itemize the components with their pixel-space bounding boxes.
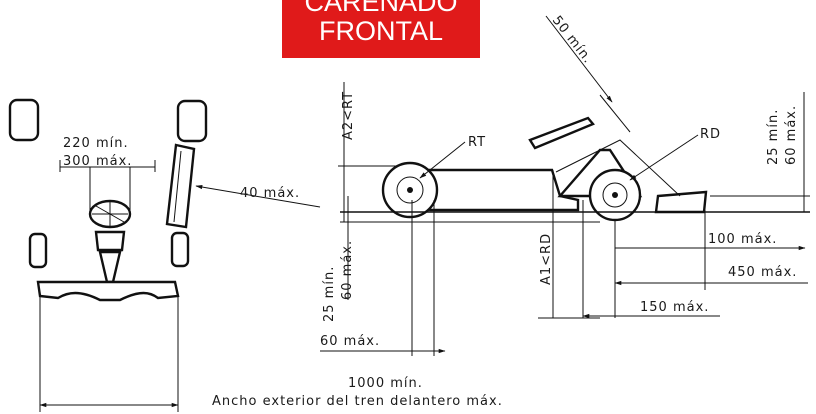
dim-150-max: 150 máx. bbox=[640, 300, 709, 315]
banner-line-1: CARENADO bbox=[304, 0, 458, 17]
front-left-wheel bbox=[28, 232, 48, 269]
dim-60-max: 60 máx. bbox=[320, 334, 380, 349]
rear-left-wheel bbox=[8, 98, 40, 142]
dim-50-min: 50 mín. bbox=[549, 13, 595, 67]
side-pod bbox=[165, 143, 196, 229]
a1-rd-label: A1<RD bbox=[539, 233, 554, 285]
a2-rt-label: A2<RT bbox=[341, 91, 356, 140]
dim-60-max-left: 60 máx. bbox=[340, 240, 355, 300]
dim-100-max: 100 máx. bbox=[708, 232, 777, 247]
steering-column bbox=[94, 230, 126, 252]
dim-25-min-left: 25 mín. bbox=[322, 266, 337, 322]
front-right-wheel bbox=[170, 231, 190, 268]
rd-label: RD bbox=[700, 127, 721, 142]
frontal-fairing-banner: CARENADO FRONTAL bbox=[282, 0, 480, 58]
dim-60-max-right: 60 máx. bbox=[784, 105, 799, 165]
dim-25-min-right: 25 mín. bbox=[766, 109, 781, 165]
rear-right-wheel bbox=[176, 99, 208, 143]
track-width-caption: Ancho exterior del tren delantero máx. bbox=[212, 394, 503, 409]
dim-300-max: 300 máx. bbox=[63, 154, 132, 169]
dim-1000-min: 1000 mín. bbox=[348, 376, 423, 391]
steering-bar bbox=[528, 116, 595, 150]
front-fairing bbox=[36, 280, 180, 302]
side-view: A2<RT RT RD 50 mín. 25 mín. 60 máx. bbox=[320, 13, 810, 356]
top-view: 220 mín. 300 máx. 40 máx. bbox=[8, 98, 321, 412]
banner-line-2: FRONTAL bbox=[318, 16, 443, 46]
front-nose bbox=[98, 250, 122, 284]
rear-bumper bbox=[654, 190, 708, 214]
dim-220-min: 220 mín. bbox=[63, 136, 129, 151]
dim-450-max: 450 máx. bbox=[728, 265, 797, 280]
dim-40-max: 40 máx. bbox=[240, 186, 300, 201]
rt-label: RT bbox=[468, 135, 486, 150]
